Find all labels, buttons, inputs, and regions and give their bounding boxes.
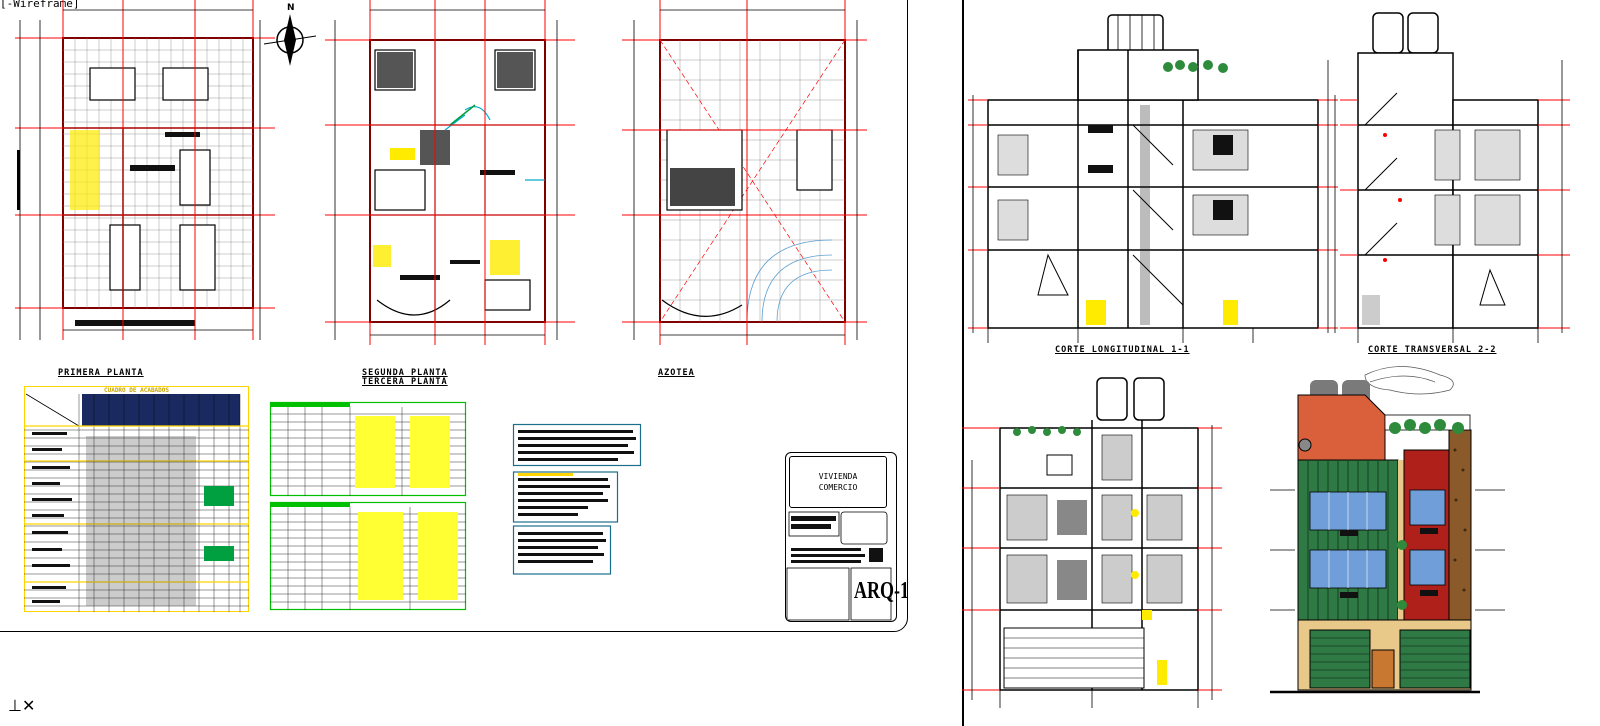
section-longitudinal[interactable]	[968, 5, 1338, 345]
openings-table-2[interactable]	[269, 501, 467, 611]
north-arrow-icon	[263, 14, 317, 66]
facade-elevation[interactable]	[1270, 360, 1515, 726]
section-caption-longitudinal: CORTE LONGITUDINAL 1-1	[1055, 345, 1190, 355]
openings-table-1[interactable]	[269, 401, 467, 497]
plan-caption-azotea: AZOTEA	[658, 368, 695, 378]
sheet-number: ARQ-1	[854, 578, 909, 604]
project-name-line2: COMERCIO	[818, 483, 858, 492]
viewport-label[interactable]: [-Wireframe]	[0, 0, 80, 10]
sheet-border	[0, 0, 908, 632]
finishes-table-title: CUADRO DE ACABADOS	[103, 387, 170, 394]
ucs-icon: ⊥✕	[8, 696, 36, 715]
finishes-table-grid	[24, 393, 249, 612]
project-name-line1: VIVIENDA	[818, 472, 858, 481]
section-transversal[interactable]	[1334, 5, 1570, 345]
plan-caption-segunda: SEGUNDA PLANTA	[362, 368, 448, 378]
north-label: N	[287, 3, 295, 13]
general-notes[interactable]	[512, 423, 643, 576]
title-block-fields	[786, 511, 892, 621]
floor-plan-azotea[interactable]	[622, 0, 867, 365]
project-name-box: VIVIENDA COMERCIO	[789, 456, 887, 508]
plan-caption-tercera: TERCERA PLANTA	[362, 377, 448, 387]
section-caption-transversal: CORTE TRANSVERSAL 2-2	[1368, 345, 1497, 355]
floor-plan-primera[interactable]	[15, 0, 275, 360]
floor-plan-segunda[interactable]	[325, 0, 575, 365]
plan-caption-primera: PRIMERA PLANTA	[58, 368, 144, 378]
elevation-posterior[interactable]	[962, 370, 1222, 726]
sheet-divider	[962, 0, 964, 726]
